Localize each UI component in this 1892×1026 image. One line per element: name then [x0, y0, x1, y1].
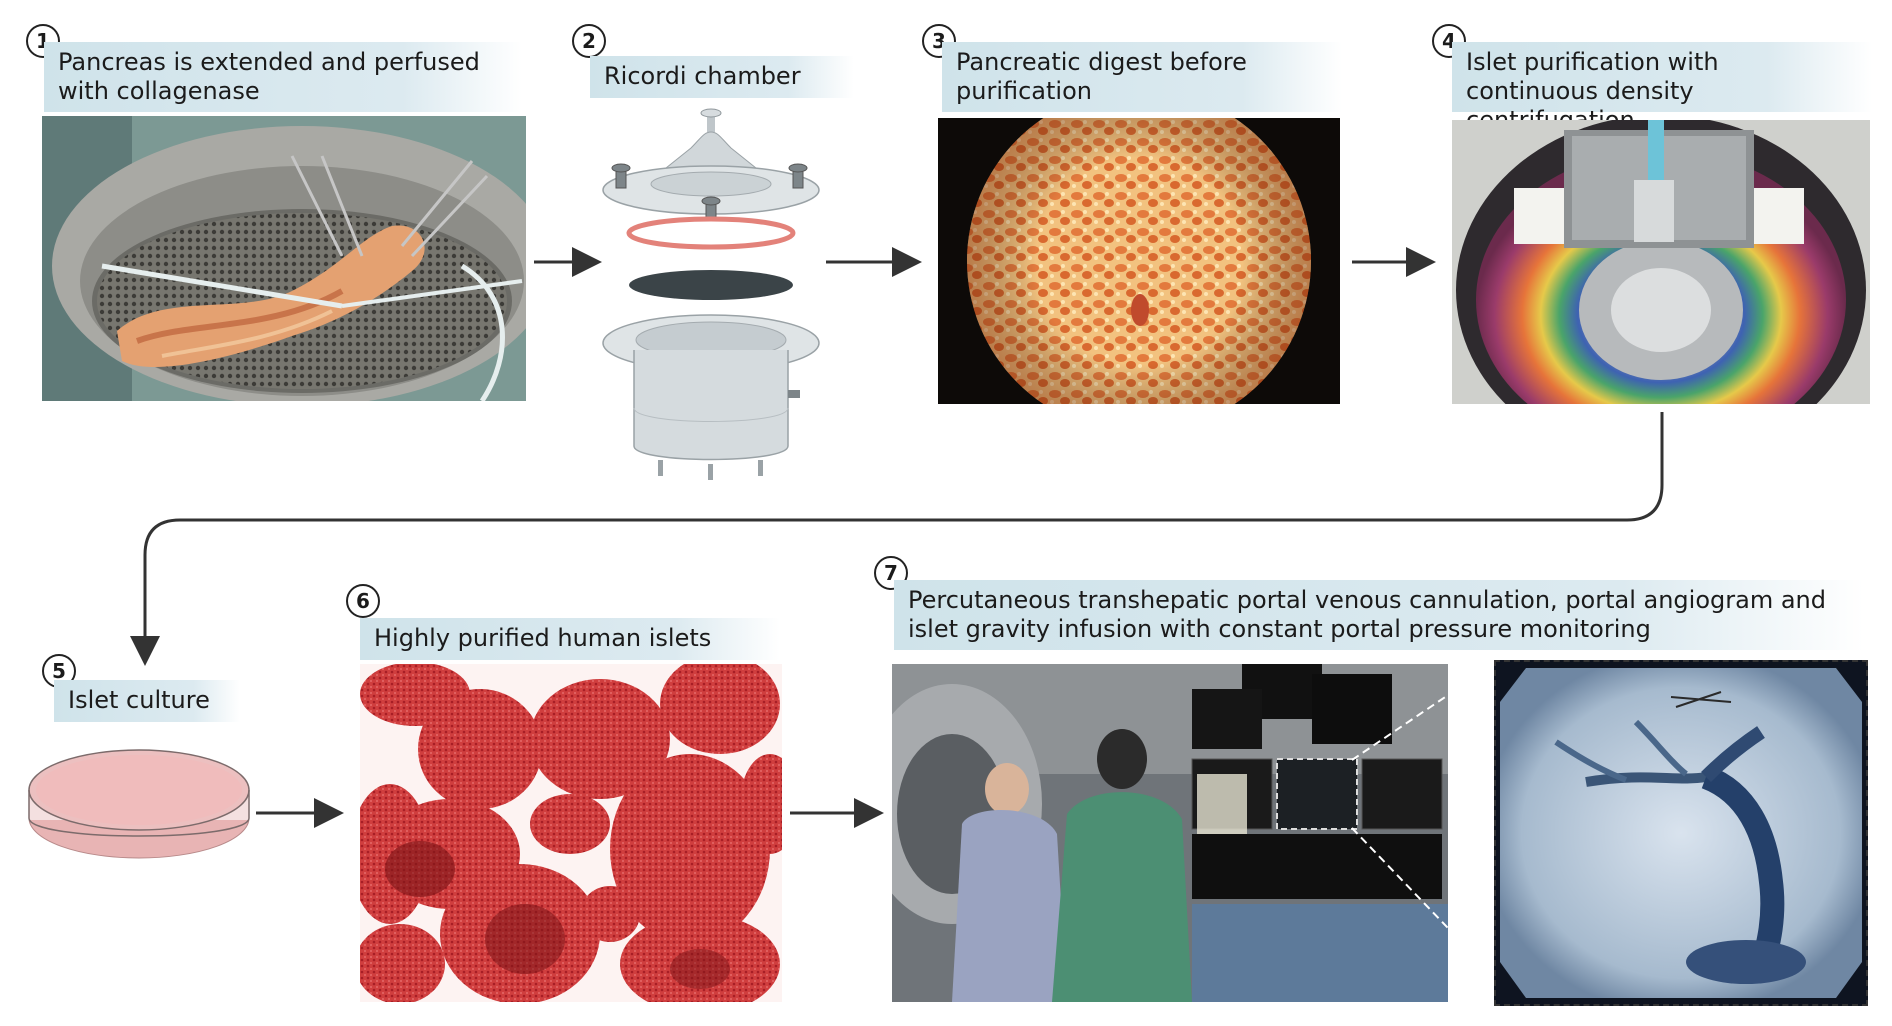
cath-lab-photo — [892, 664, 1448, 1002]
ricordi-chamber-illustration — [602, 108, 820, 480]
arrow-4-to-5 — [130, 412, 1664, 666]
zoom-guide-lines — [1351, 663, 1495, 977]
step-2-number: 2 — [572, 24, 606, 58]
culture-dish-illustration — [28, 749, 250, 859]
step-7-label: Percutaneous transhepatic portal venous … — [894, 580, 1864, 650]
step-3-number: 3 — [922, 24, 956, 58]
step-5-label: Islet culture — [54, 680, 240, 722]
purified-islets-photo — [360, 664, 782, 1002]
pancreatic-digest-photo — [938, 118, 1340, 404]
step-6-number: 6 — [346, 584, 380, 618]
step-3-label: Pancreatic digest before purification — [942, 42, 1342, 112]
step-2-label: Ricordi chamber — [590, 56, 854, 98]
step-7-number: 7 — [874, 556, 908, 590]
portal-angiogram-photo — [1494, 660, 1868, 1006]
step-6-label: Highly purified human islets — [360, 618, 780, 660]
step-4-number: 4 — [1432, 24, 1466, 58]
step-4-label: Islet purification with continuous densi… — [1452, 42, 1872, 134]
step-1-label: Pancreas is extended and perfused with c… — [44, 42, 522, 112]
pancreas-perfusion-photo — [42, 116, 526, 401]
centrifuge-photo — [1452, 120, 1870, 404]
